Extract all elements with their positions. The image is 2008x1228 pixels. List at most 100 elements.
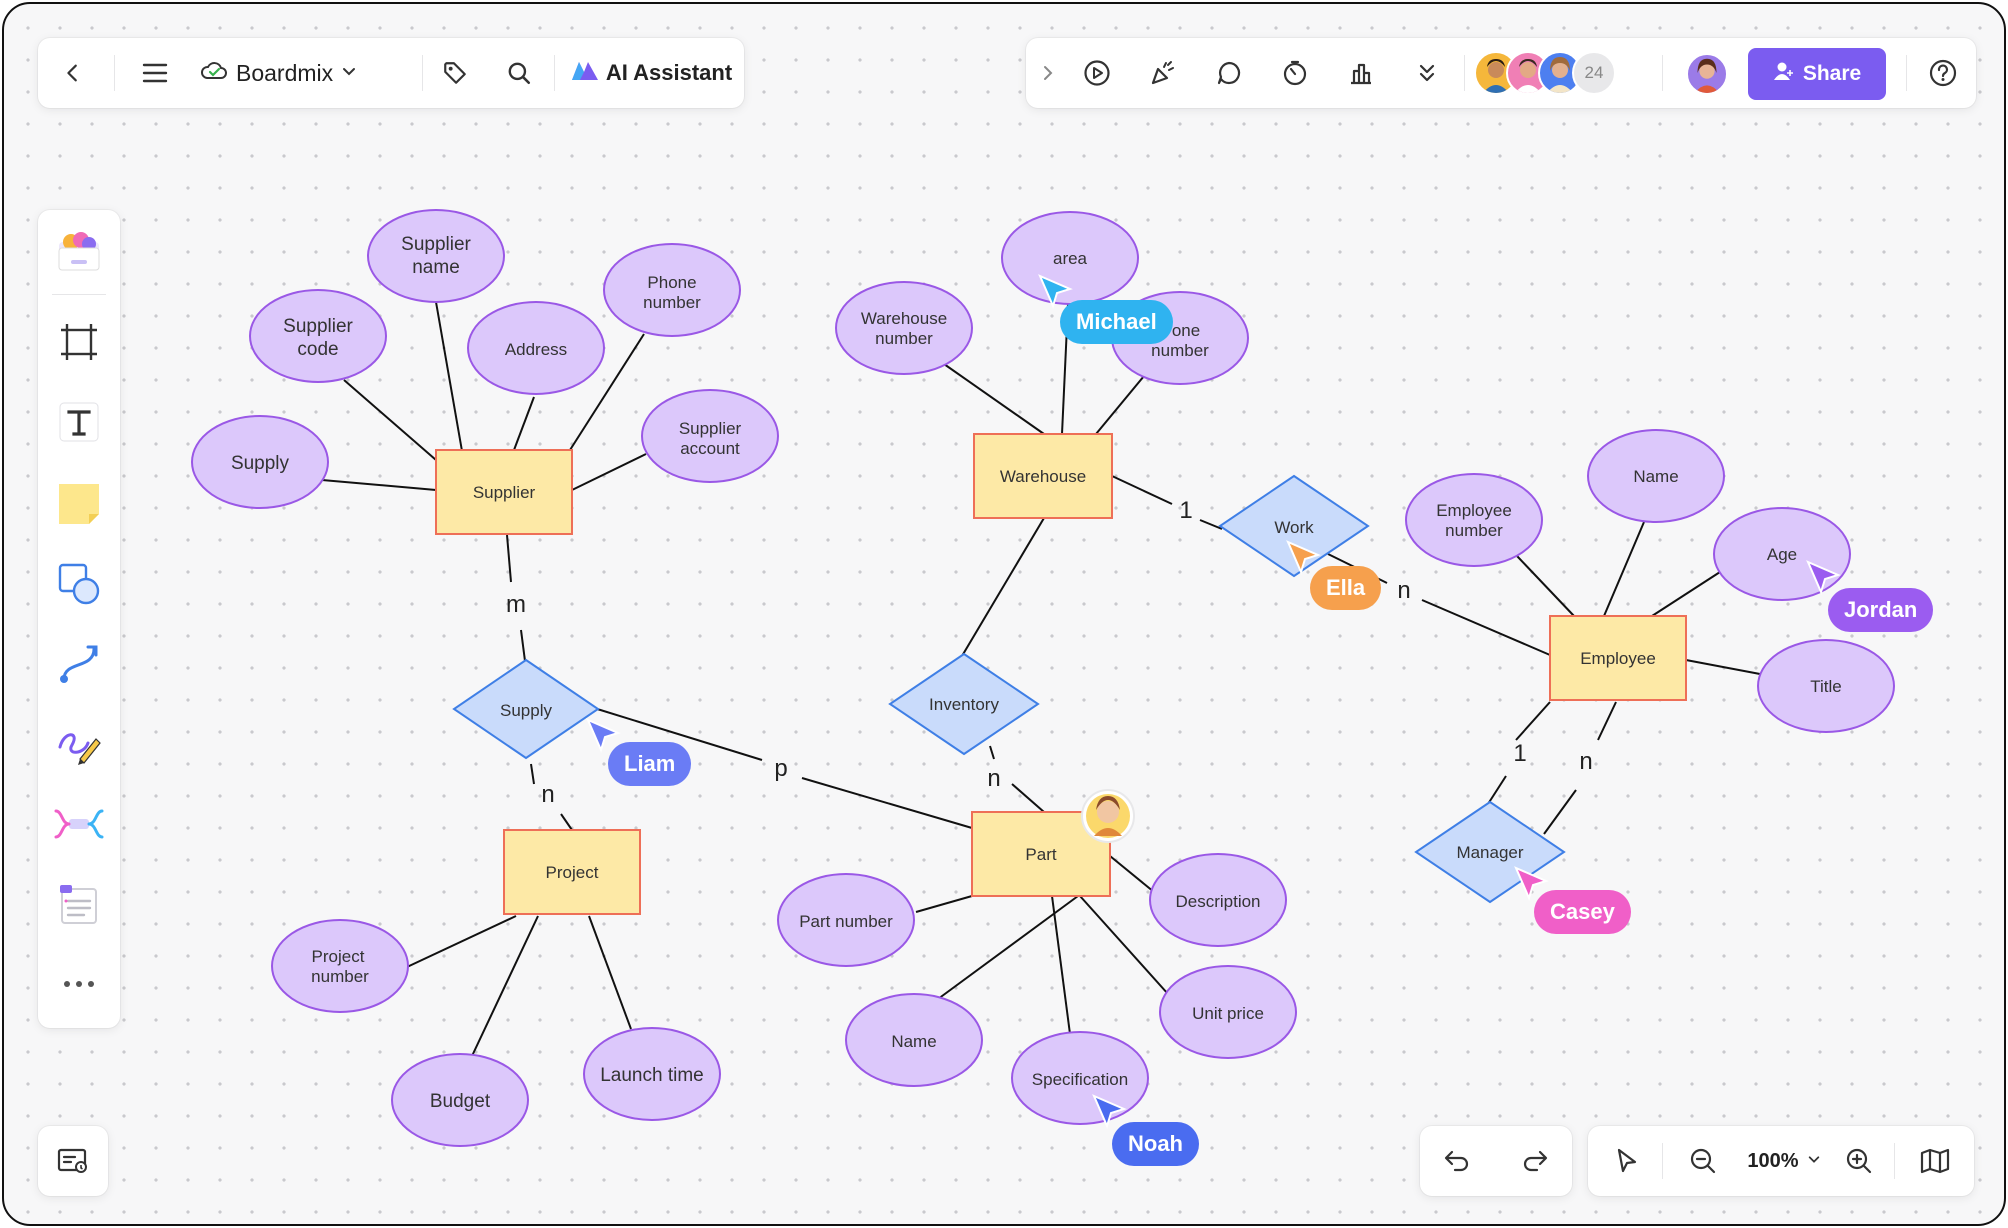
svg-text:Project: Project [312,947,365,966]
attribute-title[interactable]: Title [1757,639,1895,733]
relationship-work[interactable]: Work [1218,474,1370,578]
cursor-ella-arrow-icon [1286,540,1321,575]
tag-icon[interactable] [434,52,476,94]
connector-icon[interactable] [38,632,120,696]
relationship-inventory[interactable]: Inventory [888,652,1040,756]
cursor-tag-ella: Ella [1310,566,1382,610]
attribute-area[interactable]: area [1001,211,1139,305]
left-toolbar [38,210,120,1028]
ai-assistant-button[interactable]: AI Assistant [566,50,736,96]
current-user-avatar[interactable] [1686,53,1728,95]
attribute-specification[interactable]: Specification [1011,1031,1149,1125]
cursor-tag-michael: Michael [1060,300,1173,344]
attribute-supplier-code[interactable]: Supplier code [249,289,387,383]
text-icon[interactable] [38,390,120,454]
list-icon[interactable] [38,872,120,936]
pen-icon[interactable] [38,712,120,776]
relationships: Supply Inventory Work Manager [452,474,1566,904]
entity-project[interactable]: Project [503,829,641,915]
more-icon[interactable] [38,954,120,1014]
svg-text:Age: Age [1767,545,1797,564]
more-down-icon[interactable] [1406,52,1448,94]
svg-text:Specification: Specification [1032,1070,1128,1089]
board-name-dropdown[interactable]: Boardmix [200,48,410,98]
svg-text:Warehouse: Warehouse [861,309,947,328]
sticky-note-icon[interactable] [38,472,120,536]
relationship-manager[interactable]: Manager [1414,800,1566,904]
cursor-tag-noah: Noah [1112,1122,1199,1166]
svg-text:Address: Address [505,340,567,359]
attribute-project-number[interactable]: Project number [271,919,409,1013]
entity-warehouse[interactable]: Warehouse [973,433,1113,519]
attribute-employee-number[interactable]: Employee number [1405,473,1543,567]
frame-icon[interactable] [38,310,120,374]
zoom-in-icon[interactable] [1838,1140,1880,1182]
entity-supplier[interactable]: Supplier [435,449,573,535]
bottom-left-panel [38,1126,108,1196]
svg-text:Supplier: Supplier [473,483,536,502]
minimap-icon[interactable] [1914,1140,1956,1182]
select-tool-icon[interactable] [1606,1140,1648,1182]
back-icon[interactable] [52,52,94,94]
chevron-down-icon [341,63,357,84]
svg-text:Employee: Employee [1436,501,1512,520]
timer-icon[interactable] [1274,52,1316,94]
attribute-phone-number[interactable]: Phone number [603,243,741,337]
svg-text:number: number [1151,341,1209,360]
comment-icon[interactable] [1208,52,1250,94]
cardinality-label: 1 [1513,740,1526,767]
svg-text:number: number [643,293,701,312]
er-diagram[interactable]: m n p n 1 n 1 n Supply Inventory Work [4,4,2004,1224]
template-icon[interactable] [38,220,120,284]
redo-icon[interactable] [1514,1140,1556,1182]
help-icon[interactable] [1922,52,1964,94]
mindmap-icon[interactable] [38,792,120,856]
cursor-jordan-arrow-icon [1806,560,1841,595]
undo-icon[interactable] [1436,1140,1478,1182]
attribute-part-number[interactable]: Part number [777,873,915,967]
svg-text:area: area [1053,249,1088,268]
attribute-warehouse-number[interactable]: Warehouse number [835,281,973,375]
attribute-description[interactable]: Description [1149,853,1287,947]
attribute-supplier-account[interactable]: Supplier account [641,389,779,483]
svg-text:name: name [412,257,460,278]
share-label: Share [1802,62,1862,85]
menu-icon[interactable] [134,52,176,94]
share-button[interactable]: Share [1748,48,1886,100]
attribute-budget[interactable]: Budget [391,1053,529,1147]
attribute-part-name[interactable]: Name [845,993,983,1087]
zoom-level-dropdown[interactable]: 100% [1734,1140,1834,1182]
zoom-out-icon[interactable] [1682,1140,1724,1182]
attribute-employee-name[interactable]: Name [1587,429,1725,523]
svg-text:Supplier: Supplier [283,316,353,337]
svg-text:Manager: Manager [1456,843,1523,862]
attribute-age[interactable]: Age [1713,507,1851,601]
relationship-supply[interactable]: Supply [452,658,600,760]
attribute-supplier-name[interactable]: Supplier name [367,209,505,303]
chevron-right-icon[interactable] [1034,56,1062,90]
svg-text:Inventory: Inventory [929,695,999,714]
part-collaborator-avatar[interactable] [1081,789,1135,843]
collaborator-avatars[interactable]: 24 [1474,51,1644,95]
celebrate-icon[interactable] [1142,52,1184,94]
attribute-unit-price[interactable]: Unit price [1159,965,1297,1059]
shape-icon[interactable] [38,552,120,616]
svg-text:Name: Name [891,1032,936,1051]
svg-text:one: one [1172,321,1200,340]
attribute-launch-time[interactable]: Launch time [583,1027,721,1121]
zoom-panel: 100% [1588,1126,1974,1196]
svg-text:Unit price: Unit price [1192,1004,1264,1023]
cardinality-labels: m n p n 1 n 1 n [506,497,1593,808]
svg-text:number: number [875,329,933,348]
svg-text:Supplier: Supplier [401,234,471,255]
play-icon[interactable] [1076,52,1118,94]
vote-icon[interactable] [1340,52,1382,94]
search-icon[interactable] [498,52,540,94]
board-info-icon[interactable] [52,1140,94,1182]
svg-text:Supply: Supply [500,701,552,720]
entity-employee[interactable]: Employee [1549,615,1687,701]
attributes: Supplier name Supplier code Address Phon… [191,209,1895,1147]
attribute-supply[interactable]: Supply [191,415,329,509]
attribute-address[interactable]: Address [467,301,605,395]
